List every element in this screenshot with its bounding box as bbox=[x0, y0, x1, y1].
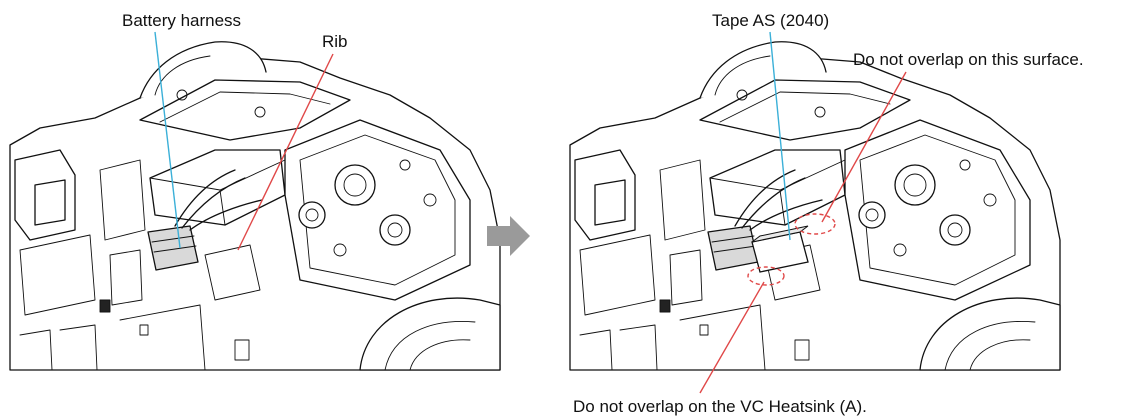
camera-drawing-after bbox=[569, 41, 1061, 371]
label-no-overlap-heatsink: Do not overlap on the VC Heatsink (A). bbox=[573, 397, 867, 416]
no-overlap-surface-marker bbox=[794, 213, 836, 235]
leader-battery-harness bbox=[154, 31, 181, 249]
camera-drawing-before bbox=[9, 41, 501, 371]
label-no-overlap-surface: Do not overlap on this surface. bbox=[853, 50, 1084, 69]
no-overlap-heatsink-marker bbox=[747, 266, 785, 286]
right-arrow-icon bbox=[487, 216, 530, 256]
label-rib: Rib bbox=[322, 32, 348, 51]
tape-top bbox=[751, 225, 809, 243]
leader-no-overlap-heatsink bbox=[699, 281, 765, 394]
leader-tape bbox=[769, 31, 791, 241]
label-battery-harness: Battery harness bbox=[122, 11, 241, 30]
label-tape: Tape AS (2040) bbox=[712, 11, 829, 30]
leader-rib bbox=[237, 53, 334, 251]
leader-no-overlap-surface bbox=[821, 71, 907, 223]
